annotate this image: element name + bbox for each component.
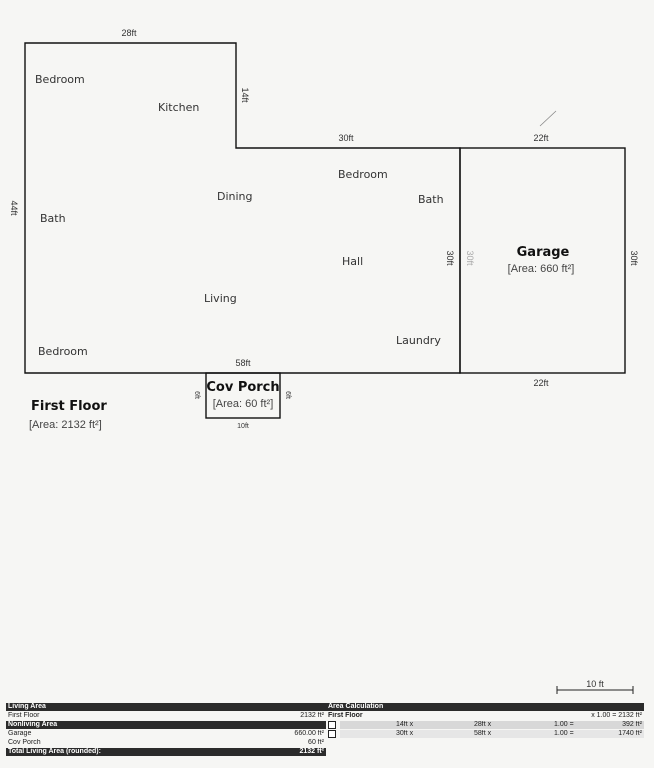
porch-area: [Area: 60 ft²] — [213, 398, 274, 410]
dim-middle-top: 30ft — [338, 133, 354, 143]
dim-garage-right: 30ft — [629, 250, 639, 266]
scan-mark — [539, 110, 557, 127]
calc-row-2-c: 1.00 = — [554, 730, 574, 737]
calc-row-1-a: 14ft x — [396, 721, 414, 728]
dim-garage-left-inner: 30ft — [465, 250, 475, 266]
dim-garage-top: 22ft — [533, 133, 549, 143]
porch-label: Cov Porch — [206, 380, 279, 395]
scale-bar: 10 ft — [556, 679, 634, 694]
calc-first-floor-total: x 1.00 = 2132 ft² — [591, 712, 642, 719]
calc-row-2-a: 30ft x — [396, 730, 414, 737]
porch-outline — [205, 372, 281, 419]
nonliving-area-header: Nonliving Area — [6, 721, 326, 729]
calc-row-2-checkbox[interactable] — [328, 730, 336, 738]
area-table: Living Area Area Calculation First Floor… — [6, 703, 644, 763]
room-label-bedroom-1: Bedroom — [35, 73, 85, 86]
first-floor-value: 2132 ft² — [300, 712, 324, 719]
garage-area: [Area: 660 ft²] — [508, 263, 575, 275]
room-label-hall: Hall — [342, 255, 363, 268]
room-label-bedroom-3: Bedroom — [38, 345, 88, 358]
dim-kitchen-step: 14ft — [240, 87, 250, 103]
room-label-laundry: Laundry — [396, 334, 441, 347]
calc-row-2-b: 58ft x — [474, 730, 492, 737]
calc-row-2-d: 1740 ft² — [618, 730, 642, 737]
scale-bar-label: 10 ft — [586, 679, 604, 689]
porch-row-value: 60 ft² — [308, 739, 324, 746]
porch-row-label: Cov Porch — [8, 739, 41, 746]
calc-row-1-checkbox[interactable] — [328, 721, 336, 729]
garage-row-value: 660.00 ft² — [294, 730, 324, 737]
dim-garage-left: 30ft — [445, 250, 455, 266]
first-floor-label: First Floor — [8, 712, 40, 719]
garage-row-label: Garage — [8, 730, 32, 737]
dim-left-height: 44ft — [9, 200, 19, 216]
floor-plan: Bedroom Kitchen Dining Bedroom Bath Bath… — [9, 28, 639, 694]
room-label-kitchen: Kitchen — [158, 101, 199, 114]
calc-first-floor-label: First Floor — [328, 712, 363, 719]
dim-porch-right: 6ft — [284, 391, 291, 399]
living-area-header: Living Area — [6, 703, 326, 711]
calc-row-1-c: 1.00 = — [554, 721, 574, 728]
calc-row-1-d: 392 ft² — [622, 721, 642, 728]
dim-porch-bottom: 10ft — [237, 423, 249, 430]
room-label-bedroom-2: Bedroom — [338, 168, 388, 181]
room-label-living: Living — [204, 292, 237, 305]
floor-area: [Area: 2132 ft²] — [29, 419, 102, 431]
total-living-label: Total Living Area (rounded): — [6, 748, 226, 756]
calc-row-1-b: 28ft x — [474, 721, 492, 728]
room-label-dining: Dining — [217, 190, 253, 203]
dim-top-left-width: 28ft — [121, 28, 137, 38]
room-label-bath-1: Bath — [40, 212, 66, 225]
garage-label: Garage — [517, 245, 570, 260]
dim-bottom-main: 58ft — [235, 358, 251, 368]
room-label-bath-2: Bath — [418, 193, 444, 206]
dim-porch-left: 6ft — [193, 391, 200, 399]
dim-garage-bottom: 22ft — [533, 378, 549, 388]
garage-outline — [459, 147, 626, 374]
area-calc-header: Area Calculation — [326, 703, 644, 711]
total-living-value: 2132 ft² — [226, 748, 326, 756]
floor-title: First Floor — [31, 399, 107, 414]
